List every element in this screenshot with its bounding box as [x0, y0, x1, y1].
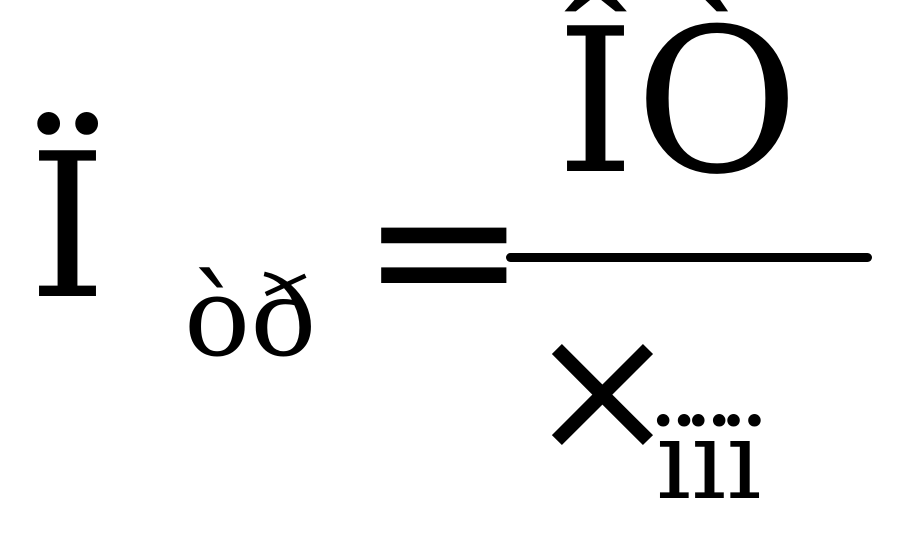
denominator-symbol: ×: [527, 285, 678, 494]
numerator: ÎÒ: [556, 0, 799, 219]
equals-sign: =: [360, 133, 528, 366]
denominator-subscript: ïïï: [656, 396, 762, 524]
lhs-symbol: Ï: [28, 111, 108, 344]
lhs-subscript: òð: [184, 253, 317, 381]
fraction-bar: [506, 253, 872, 262]
